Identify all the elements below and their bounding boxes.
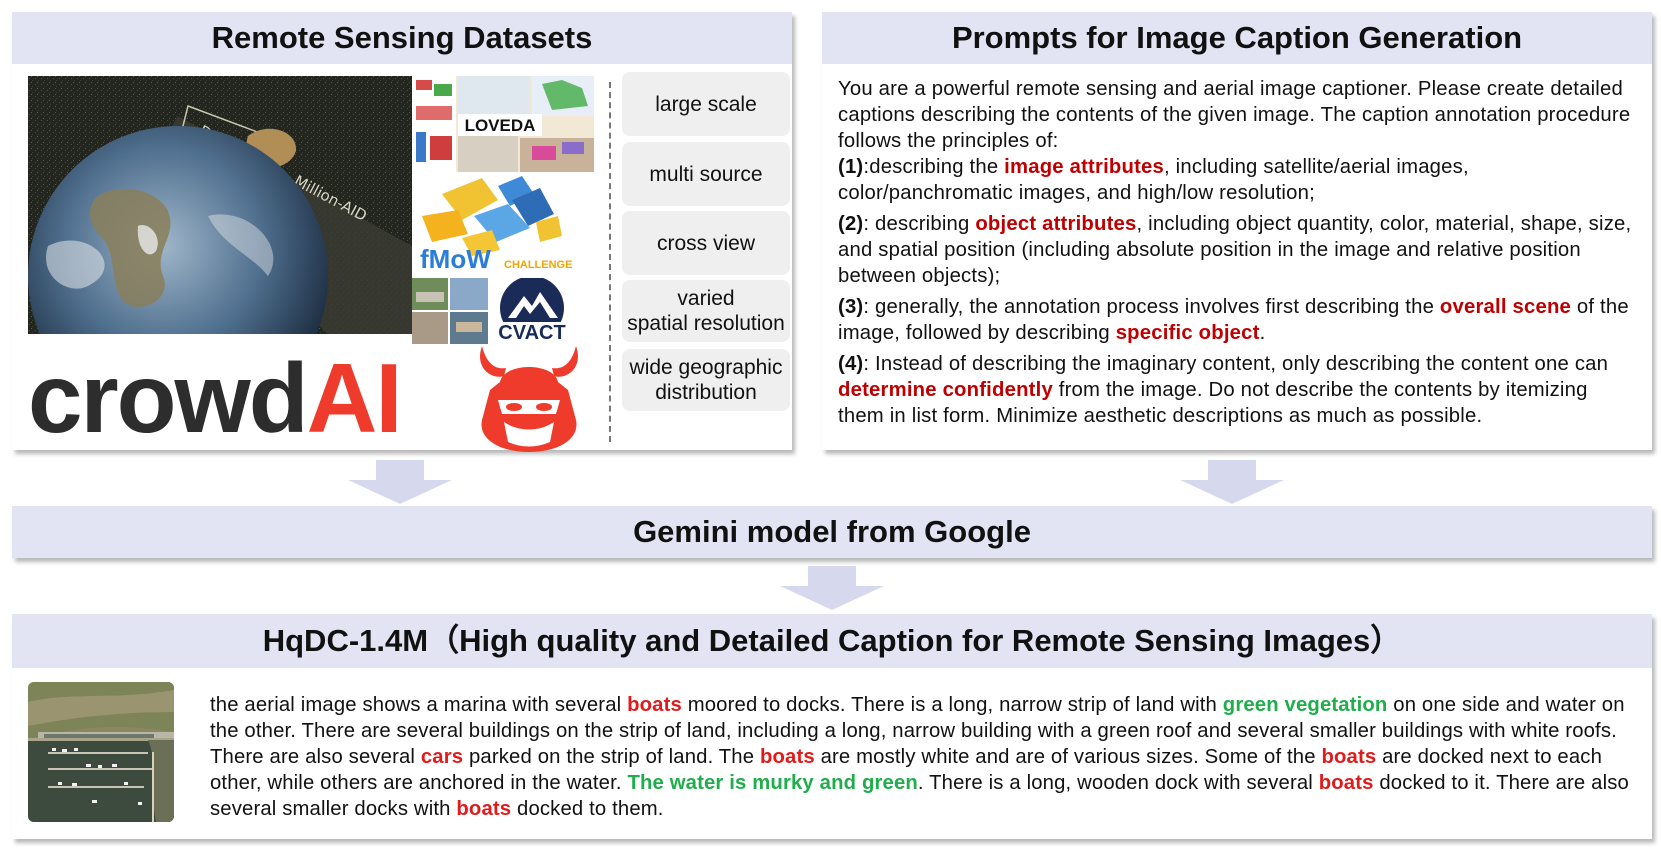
- cvact-label: CVACT: [498, 322, 565, 344]
- dashed-divider: [609, 82, 611, 442]
- marina-aerial-image: [28, 682, 174, 822]
- feature-varied-spatial-resolution: varied spatial resolution: [622, 280, 790, 342]
- crowdai-logo-text: crowdAI: [28, 348, 458, 448]
- loveda-logo: LOVEDA: [412, 76, 594, 172]
- crowdai-samurai-icon: [464, 342, 594, 454]
- ai-word: AI: [306, 343, 403, 453]
- output-panel-title: HqDC-1.4M（High quality and Detailed Capt…: [12, 614, 1652, 668]
- prompt-panel-title: Prompts for Image Caption Generation: [822, 12, 1652, 64]
- down-arrow-left: [348, 460, 452, 504]
- output-panel: HqDC-1.4M（High quality and Detailed Capt…: [12, 614, 1652, 839]
- prompt-principle-4: (4): Instead of describing the imaginary…: [838, 353, 1609, 427]
- prompt-principle-3: (3): generally, the annotation process i…: [838, 296, 1629, 344]
- down-arrow-center: [780, 566, 884, 610]
- earth-million-aid-image: DIRS Million-AID: [28, 76, 412, 334]
- prompt-principle-1: (1):describing the image attributes, inc…: [838, 156, 1469, 204]
- fmow-challenge-label: CHALLENGE: [504, 259, 572, 271]
- down-arrow-right: [1180, 460, 1284, 504]
- crowd-word: crowd: [28, 343, 309, 453]
- generated-caption: the aerial image shows a marina with sev…: [210, 694, 1629, 820]
- cvact-logo: CVACT: [412, 278, 594, 344]
- feature-cross-view: cross view: [622, 211, 790, 275]
- prompt-text: You are a powerful remote sensing and ae…: [838, 76, 1638, 434]
- fmow-logo: fMoW CHALLENGE: [412, 176, 594, 276]
- prompt-intro: You are a powerful remote sensing and ae…: [838, 78, 1631, 152]
- loveda-label: LOVEDA: [465, 116, 536, 135]
- datasets-panel-title: Remote Sensing Datasets: [12, 12, 792, 64]
- fmow-label: fMoW: [420, 244, 491, 274]
- gemini-model-box: Gemini model from Google: [12, 506, 1652, 558]
- prompt-principle-2: (2): describing object attributes, inclu…: [838, 213, 1632, 287]
- datasets-panel: Remote Sensing Datasets DIRS: [12, 12, 792, 452]
- feature-multi-source: multi source: [622, 142, 790, 206]
- feature-large-scale: large scale: [622, 72, 790, 136]
- feature-wide-geographic-distribution: wide geographic distribution: [622, 349, 790, 411]
- prompt-panel: Prompts for Image Caption Generation You…: [822, 12, 1652, 450]
